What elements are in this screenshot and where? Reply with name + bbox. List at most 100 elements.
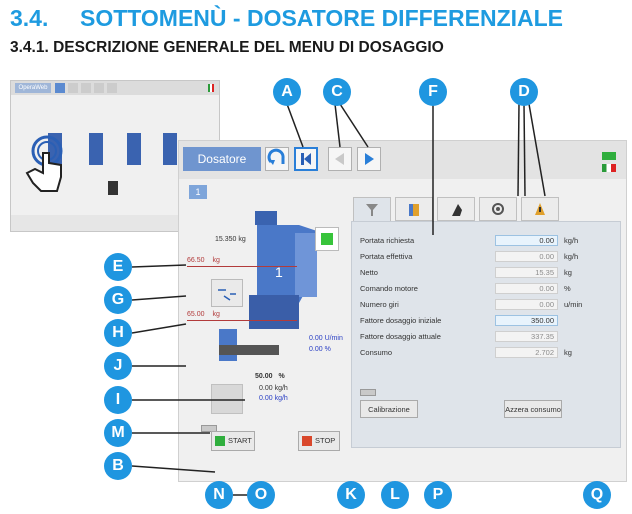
callout-j: J [104, 352, 132, 380]
flow-value-2: 0.00 kg/h [259, 395, 288, 402]
tab-chart[interactable] [395, 197, 433, 221]
dosing-toolbar: Dosatore [179, 141, 626, 179]
back-arrow-icon [267, 148, 285, 165]
feeder-diagram [219, 211, 317, 361]
callout-c: C [323, 78, 351, 106]
triangle-right-icon [365, 153, 374, 165]
weight-top-value: 15.350 kg [215, 236, 246, 243]
next-feeder-button[interactable] [357, 147, 381, 171]
callout-m: M [104, 419, 132, 447]
thumbnail-nav-button [81, 83, 91, 93]
param-label: Numero giri [360, 300, 399, 309]
callout-o: O [247, 481, 275, 509]
min-level-line [187, 320, 297, 321]
callout-e: E [104, 253, 132, 281]
callout-b: B [104, 452, 132, 480]
param-value: 0.00 [495, 251, 558, 262]
param-value: 337.35 [495, 331, 558, 342]
param-label: Fattore dosaggio iniziale [360, 316, 442, 325]
skip-start-icon [301, 153, 311, 165]
feeder-number-tab[interactable]: 1 [189, 185, 207, 199]
param-label: Portata effettiva [360, 252, 413, 261]
percent-big-value: 50.00 % [255, 373, 285, 380]
param-value[interactable]: 350.00 [495, 315, 558, 326]
parameter-panel: Portata richiesta 0.00 kg/h Portata effe… [351, 221, 621, 448]
thumbnail-nav-button [94, 83, 104, 93]
weight-icon [452, 204, 462, 216]
flag-icon[interactable] [602, 164, 616, 172]
previous-feeder-button[interactable] [328, 147, 352, 171]
chart-icon [409, 204, 419, 216]
weight-max-value: 66.50 kg [187, 257, 220, 264]
param-unit: kg/h [564, 236, 579, 245]
led-indicator [360, 389, 376, 396]
flag-icon [208, 84, 214, 92]
thumbnail-title: OperaWeb [15, 83, 51, 93]
start-button[interactable]: START [211, 431, 255, 451]
param-unit: u/min [564, 300, 583, 309]
thumbnail-feeder-4 [163, 133, 177, 165]
param-value[interactable]: 0.00 [495, 235, 558, 246]
thumbnail-nav-button [68, 83, 78, 93]
param-unit: kg [564, 268, 572, 277]
param-label: Netto [360, 268, 378, 277]
param-label: Portata richiesta [360, 236, 415, 245]
section-title: SOTTOMENÙ - DOSATORE DIFFERENZIALE [80, 5, 564, 31]
callout-g: G [104, 286, 132, 314]
status-indicator [602, 152, 616, 160]
home-button[interactable] [265, 147, 289, 171]
param-label: Comando motore [360, 284, 418, 293]
tab-filter[interactable] [353, 197, 391, 221]
output-indicator [211, 384, 243, 414]
tab-weight[interactable] [437, 197, 475, 221]
param-unit: kg [564, 348, 572, 357]
hand-pointer-icon [25, 135, 63, 192]
gear-icon [492, 203, 504, 215]
percent-value: 0.00 % [309, 346, 331, 353]
max-level-line [187, 266, 297, 267]
weight-min-value: 65.00 kg [187, 311, 220, 318]
thumbnail-feeder-2 [89, 133, 103, 165]
tab-alarms[interactable] [521, 197, 559, 221]
param-value: 2.702 [495, 347, 558, 358]
callout-q: Q [583, 481, 611, 509]
calibration-button[interactable]: Calibrazione [360, 400, 418, 418]
param-value: 15.35 [495, 267, 558, 278]
flow-value-1: 0.00 kg/h [259, 385, 288, 392]
thumbnail-mixer [108, 181, 118, 195]
reset-consumption-button[interactable]: Azzera consumo [504, 400, 562, 418]
triangle-left-icon [335, 153, 344, 165]
param-value: 0.00 [495, 283, 558, 294]
param-unit: % [564, 284, 571, 293]
callout-d: D [510, 78, 538, 106]
alarm-icon [535, 203, 545, 215]
led-indicator [201, 425, 217, 432]
callout-n: N [205, 481, 233, 509]
dosing-screen: Dosatore 1 1 15.350 kg 66.50 kg 65.00 [178, 140, 627, 482]
thumbnail-nav-button [107, 83, 117, 93]
param-label: Fattore dosaggio attuale [360, 332, 441, 341]
callout-f: F [419, 78, 447, 106]
power-icon [302, 436, 312, 446]
material-icon[interactable] [315, 227, 339, 251]
section-number: 3.4. [10, 5, 49, 31]
stop-button[interactable]: STOP [298, 431, 340, 451]
first-feeder-button[interactable] [294, 147, 318, 171]
thumbnail-feeder-3 [127, 133, 141, 165]
tab-settings[interactable] [479, 197, 517, 221]
power-icon [215, 436, 225, 446]
funnel-icon [366, 204, 378, 216]
param-value: 0.00 [495, 299, 558, 310]
callout-l: L [381, 481, 409, 509]
thumbnail-toolbar: OperaWeb [11, 81, 219, 95]
thumbnail-statusbar [11, 215, 219, 231]
param-label: Consumo [360, 348, 393, 357]
callout-h: H [104, 319, 132, 347]
refill-toggle[interactable] [211, 279, 243, 307]
hopper-number: 1 [275, 264, 283, 280]
callout-p: P [424, 481, 452, 509]
subsection-heading: 3.4.1. DESCRIZIONE GENERALE DEL MENU DI … [10, 39, 444, 56]
param-unit: kg/h [564, 252, 579, 261]
dosatore-button[interactable]: Dosatore [183, 147, 261, 171]
